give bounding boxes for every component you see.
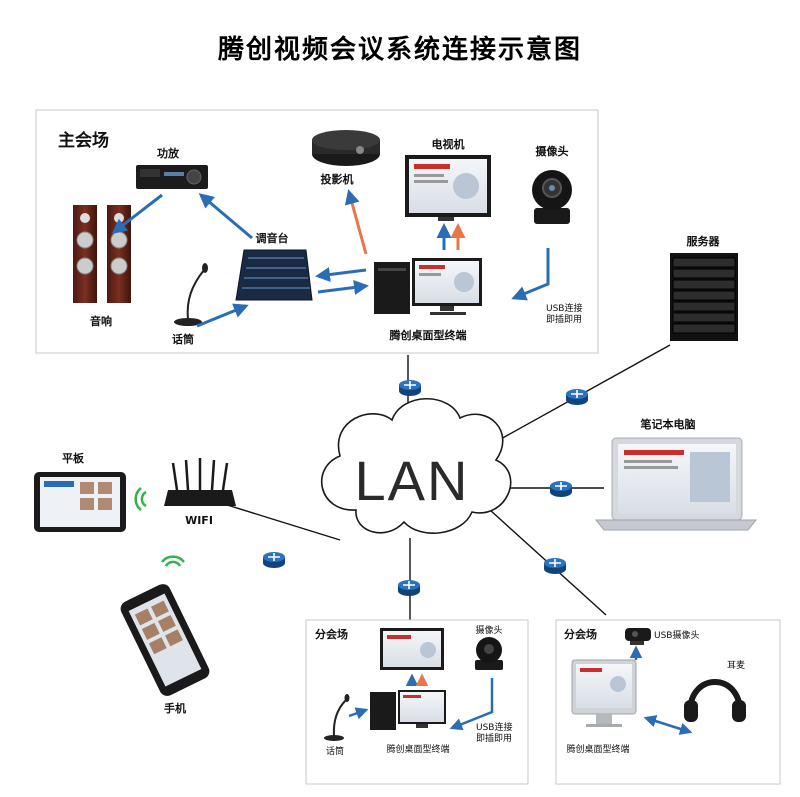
camera-icon bbox=[532, 170, 572, 224]
mixer-icon bbox=[235, 249, 313, 301]
microphone-label: 话筒 bbox=[172, 332, 194, 346]
tablet-icon bbox=[34, 472, 126, 532]
branch1-usb-line2: 即插即用 bbox=[476, 732, 512, 744]
branch2-arrows bbox=[629, 645, 693, 735]
branch1-usb-line1: USB连接 bbox=[476, 721, 512, 733]
server-icon bbox=[670, 253, 738, 341]
branch1-camera-icon bbox=[475, 637, 503, 670]
desktop-terminal-icon bbox=[374, 258, 482, 315]
main-hall-arrows bbox=[111, 189, 550, 328]
branch1-microphone-label: 话筒 bbox=[326, 745, 344, 757]
tablet-label: 平板 bbox=[62, 451, 85, 465]
branch1-terminal-icon bbox=[370, 690, 446, 730]
phone-icon bbox=[120, 584, 210, 696]
router-icon-branch2 bbox=[543, 557, 567, 575]
tv-label: 电视机 bbox=[432, 137, 465, 151]
branch2-camera-label: USB摄像头 bbox=[654, 629, 699, 641]
phone-label: 手机 bbox=[164, 701, 186, 715]
branch1-microphone-icon bbox=[324, 694, 350, 741]
branch2-webcam-icon bbox=[625, 628, 651, 645]
usb-label-line1: USB连接 bbox=[546, 302, 582, 314]
laptop-icon bbox=[594, 437, 758, 531]
router-icon-laptop bbox=[549, 480, 573, 498]
branch1-terminal-label: 腾创桌面型终端 bbox=[386, 743, 449, 755]
lan-label: LAN bbox=[355, 449, 470, 512]
wifi-signal-icon bbox=[134, 487, 185, 567]
projector-icon bbox=[312, 130, 380, 166]
router-icon-server bbox=[565, 388, 589, 406]
page-title: 腾创视频会议系统连接示意图 bbox=[218, 34, 582, 65]
laptop-label: 笔记本电脑 bbox=[641, 417, 696, 431]
amplifier-label: 功放 bbox=[157, 146, 180, 160]
speakers-label: 音响 bbox=[90, 314, 112, 328]
branch1-camera-label: 摄像头 bbox=[475, 624, 502, 636]
lan-cloud-icon bbox=[321, 398, 512, 534]
branch2-monitor-icon bbox=[571, 659, 637, 727]
amplifier-icon bbox=[136, 165, 208, 189]
router-icon-wifi bbox=[262, 551, 286, 569]
main-hall-label: 主会场 bbox=[58, 130, 109, 151]
camera-label: 摄像头 bbox=[536, 144, 569, 158]
router-icon-branch1 bbox=[397, 579, 421, 597]
branch1-tv-icon bbox=[380, 628, 444, 670]
router-icon-top bbox=[398, 379, 422, 397]
speakers-icon bbox=[73, 205, 131, 303]
wifi-router-icon bbox=[164, 458, 236, 506]
mixer-label: 调音台 bbox=[256, 231, 289, 245]
tv-icon bbox=[405, 155, 491, 221]
server-label: 服务器 bbox=[687, 234, 721, 248]
branch2-terminal-label: 腾创桌面型终端 bbox=[566, 743, 629, 755]
branch1-label: 分会场 bbox=[315, 627, 348, 641]
headset-label: 耳麦 bbox=[727, 659, 745, 671]
branch1-arrows bbox=[348, 673, 494, 731]
usb-label-line2: 即插即用 bbox=[546, 313, 582, 325]
microphone-icon bbox=[174, 263, 208, 326]
wifi-label: WIFI bbox=[185, 514, 213, 527]
terminal-label: 腾创桌面型终端 bbox=[390, 328, 467, 342]
branch2-label: 分会场 bbox=[564, 627, 597, 641]
projector-label: 投影机 bbox=[321, 172, 354, 186]
